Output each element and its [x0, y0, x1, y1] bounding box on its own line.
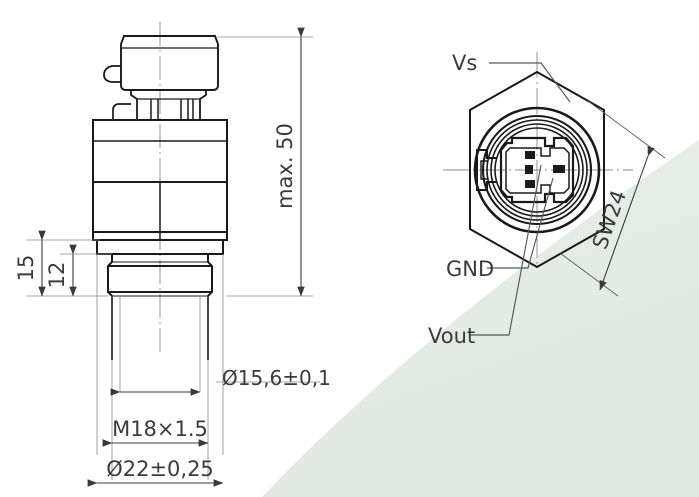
callout-gnd-label: GND [446, 257, 494, 281]
dimension-15: 15 [14, 230, 46, 297]
connector-latch [103, 65, 121, 83]
callout-leaders [469, 62, 571, 336]
dimension-12-label: 12 [45, 262, 69, 289]
keying-tab [476, 149, 497, 191]
dimension-dia22-value: Ø22±0,25 [106, 457, 214, 481]
dimension-12: 12 [45, 244, 77, 297]
flange-shoulder [96, 239, 224, 255]
dimension-max50: max. 50 [273, 27, 305, 297]
connector-rings [473, 106, 601, 234]
dimension-thread-label: M18×1.5 [112, 417, 208, 441]
background-watermark [262, 140, 699, 497]
dimension-dia22-label: Ø22±0,25 [106, 457, 214, 481]
dimension-dia156-value: Ø15,6±0,1 [222, 366, 331, 390]
connector-pins [525, 151, 565, 188]
side-bracket [112, 103, 131, 120]
callout-labels: Vs GND Vout [428, 51, 494, 348]
dimension-dia156: Ø15,6±0,1 [110, 366, 331, 396]
connector-pedestal [130, 90, 207, 120]
connector-cap [120, 35, 219, 91]
hex-nut-outline [469, 70, 605, 269]
callout-vout-label: Vout [428, 324, 475, 348]
extension-lines-side [27, 36, 320, 480]
connector-end-view [443, 52, 633, 269]
connector-shell [499, 136, 575, 204]
callout-vs-label: Vs [452, 51, 477, 75]
dimension-15-label: 15 [14, 255, 38, 282]
dimension-thread: M18×1.5 [102, 417, 209, 447]
side-elevation-view [92, 22, 228, 360]
dimension-dia22: Ø22±0,25 [87, 457, 224, 487]
threaded-stem [107, 254, 213, 360]
dimension-dia156-label: Ø15,6±0,1 [222, 366, 331, 390]
dimension-max50-label: max. 50 [273, 123, 297, 209]
